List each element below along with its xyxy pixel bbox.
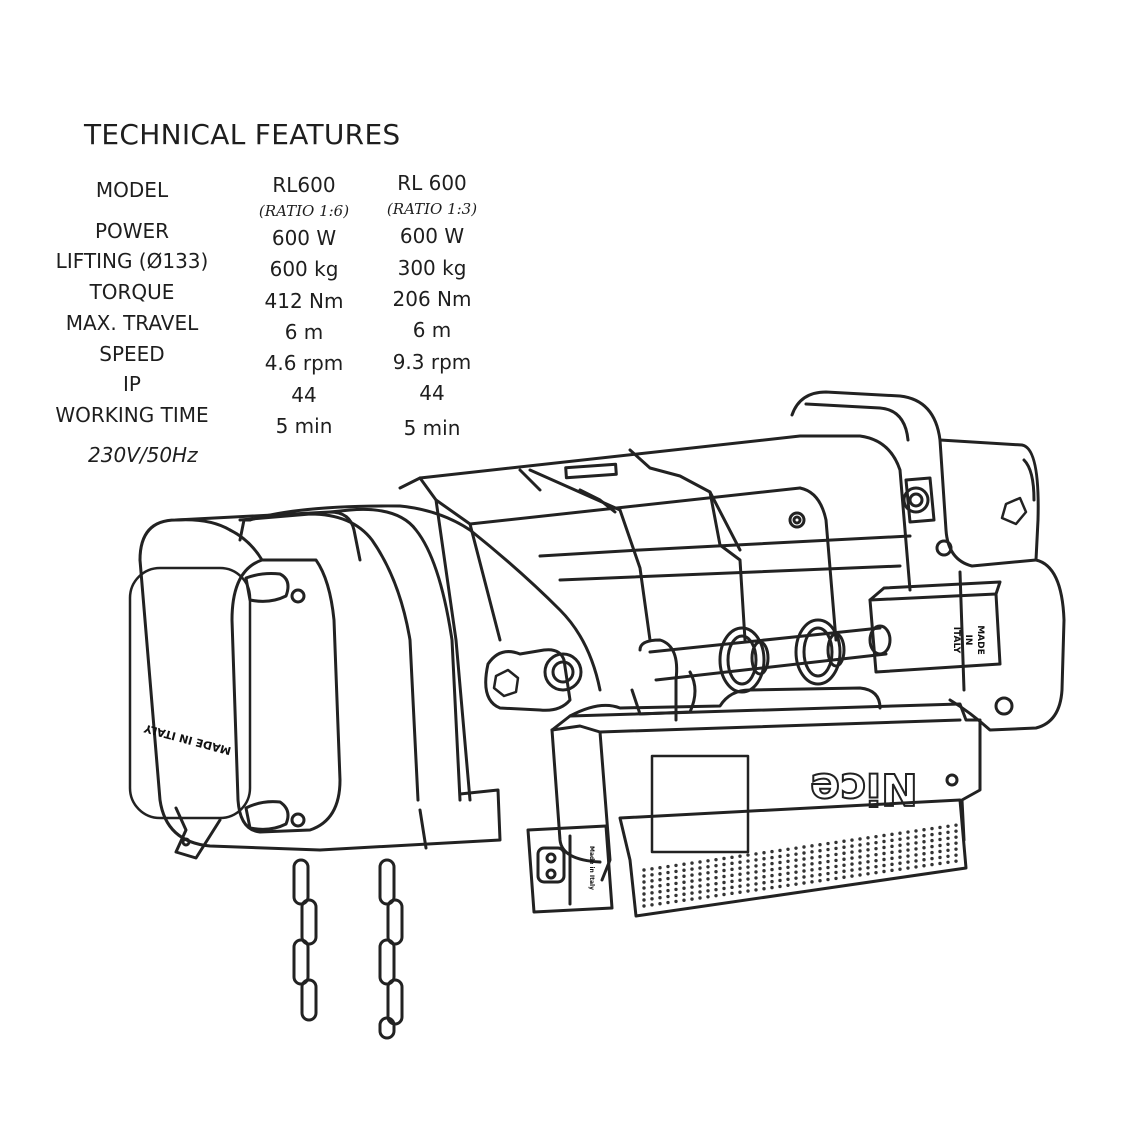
svg-text:MADE: MADE — [975, 625, 985, 655]
label-power: POWER — [94, 219, 170, 243]
plug-connector — [526, 824, 614, 914]
label-speed: SPEED — [99, 342, 165, 366]
model-b-name: RL 600 — [397, 171, 467, 195]
label-torque: TORQUE — [89, 280, 175, 304]
power-supply-note: 230V/50Hz — [88, 443, 198, 467]
model-a-lifting: 600 kg — [269, 257, 339, 281]
model-b-power: 600 W — [399, 224, 465, 248]
motor-block — [128, 504, 602, 860]
control-box — [550, 686, 982, 918]
label-model: MODEL — [95, 178, 169, 202]
plate-origin-mark: MADE IN ITALY — [951, 625, 985, 655]
label-ip: IP — [123, 372, 141, 396]
model-a-travel: 6 m — [284, 320, 324, 344]
model-a-ip: 44 — [291, 383, 317, 407]
vent-grill — [642, 823, 958, 908]
model-a-power: 600 W — [271, 226, 337, 250]
gear-housing — [398, 434, 912, 802]
label-max-travel: MAX. TRAVEL — [65, 311, 199, 335]
page-title: TECHNICAL FEATURES — [84, 118, 401, 151]
model-b-ip: 44 — [419, 381, 445, 405]
model-b-working-time: 5 min — [403, 416, 461, 440]
chains — [292, 858, 404, 1040]
model-a-working-time: 5 min — [275, 414, 333, 438]
svg-text:ITALY: ITALY — [951, 627, 961, 654]
label-lifting: LIFTING (Ø133) — [55, 249, 209, 273]
model-a-ratio: (RATIO 1:6) — [258, 202, 350, 220]
front-flange — [484, 648, 583, 712]
model-b-torque: 206 Nm — [392, 287, 472, 311]
drive-shaft — [630, 476, 1002, 722]
model-b-lifting: 300 kg — [397, 256, 467, 280]
model-a-name: RL600 — [272, 173, 336, 197]
label-working-time: WORKING TIME — [55, 403, 209, 427]
model-b-ratio: (RATIO 1:3) — [386, 200, 478, 218]
model-b-travel: 6 m — [412, 318, 452, 342]
mounting-bracket — [790, 390, 1066, 732]
model-a-torque: 412 Nm — [264, 289, 344, 313]
model-a-speed: 4.6 rpm — [264, 351, 344, 375]
brand-logo: Nice — [810, 763, 918, 814]
connector-origin-mark: Made in Italy — [588, 846, 595, 890]
svg-text:IN: IN — [963, 635, 973, 646]
model-b-speed: 9.3 rpm — [392, 350, 472, 374]
